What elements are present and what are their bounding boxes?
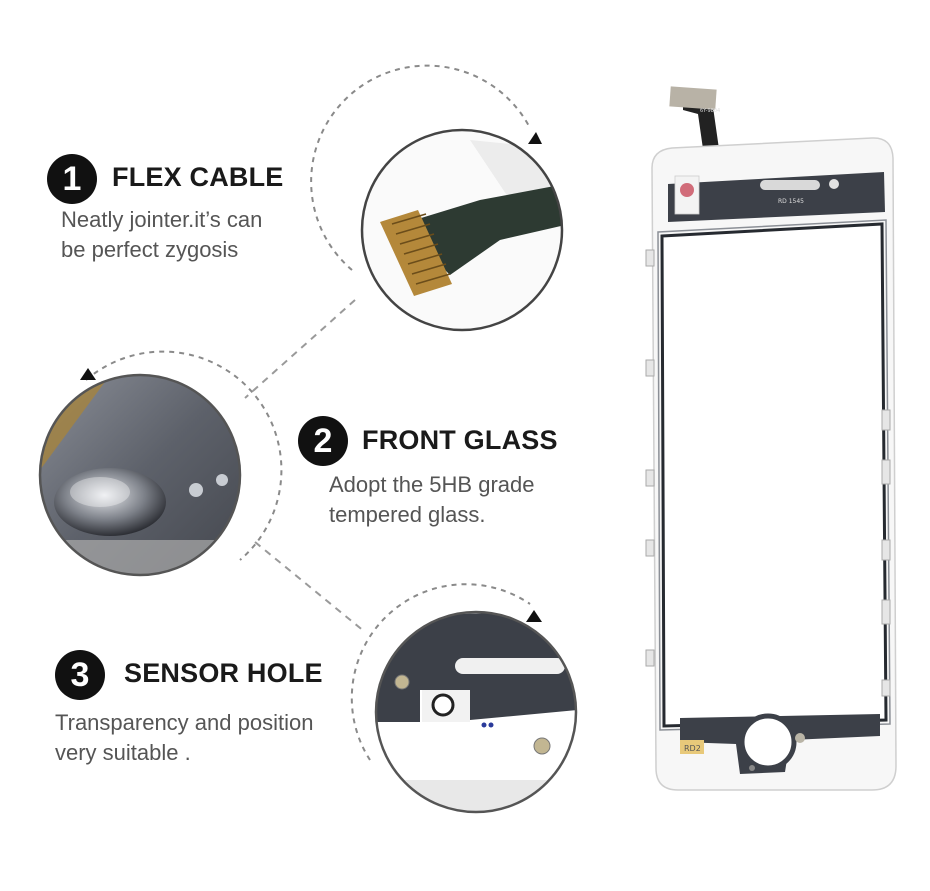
flex-cable-detail [310, 64, 564, 332]
front-glass-detail [38, 350, 283, 577]
feature-description: Transparency and position very suitable … [55, 708, 313, 768]
feature-description-line: be perfect zygosis [61, 237, 239, 262]
feature-description-line: very suitable . [55, 740, 191, 765]
feature-number-badge: 2 [298, 416, 348, 466]
feature-description: Adopt the 5HB grade tempered glass. [329, 470, 534, 530]
feature-number-badge: 3 [55, 650, 105, 700]
feature-description-line: tempered glass. [329, 502, 486, 527]
feature-title: SENSOR HOLE [124, 658, 323, 688]
feature-description: Neatly jointer.it’s can be perfect zygos… [61, 205, 262, 265]
feature-description-line: Neatly jointer.it’s can [61, 207, 263, 232]
feature-number-badge: 1 [47, 154, 97, 204]
flex-code: 6Y-9804 [700, 108, 720, 114]
feature-description-line: Adopt the 5HB grade [329, 472, 535, 497]
top-code: RD 1545 [778, 198, 804, 205]
bottom-code: RD2 [684, 744, 701, 753]
feature-title: FLEX CABLE [112, 162, 284, 192]
feature-description-line: Transparency and position [55, 710, 314, 735]
feature-title: FRONT GLASS [362, 425, 558, 455]
sensor-hole-detail [350, 583, 578, 814]
connector-lines [244, 299, 366, 633]
phone-front-glass: 6Y-9804 RD 1545 RD2 [645, 86, 897, 791]
